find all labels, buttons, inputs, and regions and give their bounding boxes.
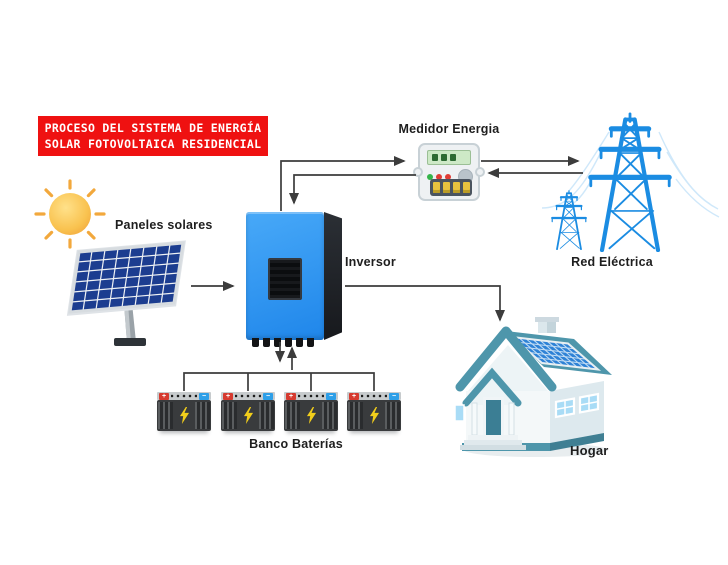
battery-minus-terminal: − xyxy=(199,392,209,400)
battery-icon-2: + − xyxy=(221,392,275,431)
title-line-1: PROCESO DEL SISTEMA DE ENERGÍA xyxy=(44,121,262,135)
solar-panel-icon xyxy=(30,175,200,350)
battery-plus-terminal: + xyxy=(223,392,233,400)
inverter-side-panel xyxy=(324,212,342,340)
battery-plus-terminal: + xyxy=(286,392,296,400)
label-banco-baterias: Banco Baterías xyxy=(249,437,343,451)
battery-caps xyxy=(361,393,387,399)
meter-display xyxy=(427,150,471,165)
lightning-bolt-icon xyxy=(179,407,189,424)
inverter-connectors xyxy=(252,338,314,347)
battery-caps xyxy=(298,393,324,399)
battery-plus-terminal: + xyxy=(349,392,359,400)
arrow-inverter-to-meter xyxy=(280,155,406,211)
battery-caps xyxy=(171,393,197,399)
lightning-bolt-icon xyxy=(369,407,379,424)
energy-meter-icon xyxy=(413,143,485,201)
label-red-electrica: Red Eléctrica xyxy=(571,255,653,269)
chimney xyxy=(535,317,559,333)
meter-mount-left xyxy=(413,167,423,177)
battery-minus-terminal: − xyxy=(389,392,399,400)
label-inversor: Inversor xyxy=(345,255,396,269)
label-paneles-solares: Paneles solares xyxy=(115,218,213,232)
meter-terminal-block xyxy=(430,179,472,196)
battery-icon-4: + − xyxy=(347,392,401,431)
small-tower xyxy=(550,190,588,250)
inverter-front-panel xyxy=(246,212,324,340)
transmission-tower-icon xyxy=(541,108,720,253)
battery-plus-terminal: + xyxy=(159,392,169,400)
lightning-bolt-icon xyxy=(243,407,253,424)
battery-bus-line xyxy=(183,372,375,391)
sun-icon xyxy=(34,179,106,249)
house-windows xyxy=(554,392,600,419)
arrow-meter-to-inverter xyxy=(288,174,416,205)
label-medidor-energia: Medidor Energia xyxy=(398,122,500,136)
porch xyxy=(460,367,526,450)
inverter-screen xyxy=(268,258,302,300)
battery-icon-1: + − xyxy=(157,392,211,431)
inverter-icon xyxy=(246,212,342,348)
battery-minus-terminal: − xyxy=(263,392,273,400)
battery-caps xyxy=(235,393,261,399)
title-line-2: SOLAR FOTOVOLTAICA RESIDENCIAL xyxy=(44,137,262,151)
battery-icon-3: + − xyxy=(284,392,338,431)
arrow-inverter-to-home xyxy=(345,285,506,322)
title-banner: PROCESO DEL SISTEMA DE ENERGÍA SOLAR FOT… xyxy=(38,116,268,156)
battery-minus-terminal: − xyxy=(326,392,336,400)
large-tower xyxy=(591,114,669,250)
house-icon xyxy=(452,317,612,457)
lightning-bolt-icon xyxy=(306,407,316,424)
label-hogar: Hogar xyxy=(570,443,609,458)
meter-mount-right xyxy=(475,167,485,177)
